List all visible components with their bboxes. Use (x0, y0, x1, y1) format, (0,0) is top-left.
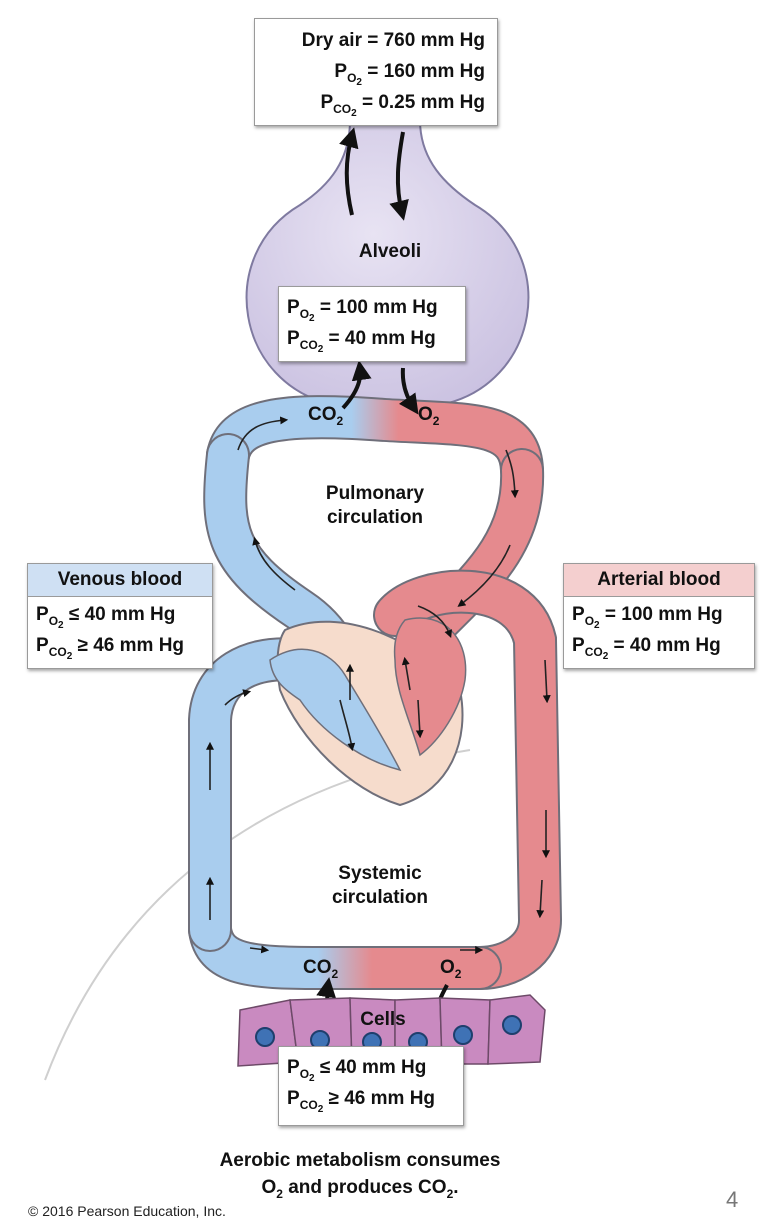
arterial-blood-box: Arterial blood PO2 = 100 mm Hg PCO2 = 40… (563, 563, 755, 669)
dry-air-total: Dry air = 760 mm Hg (301, 30, 485, 51)
caption-line2: O2 and produces CO2. (261, 1177, 459, 1201)
o2-label-pulmonary: O2 (418, 404, 440, 428)
caption: Aerobic metabolism consumes O2 and produ… (180, 1147, 540, 1201)
venous-pco2: PCO2 ≥ 46 mm Hg (36, 635, 185, 662)
co2-label-pulmonary: CO2 (308, 404, 344, 428)
air-in-arrow (389, 131, 409, 221)
o2-label-systemic: O2 (440, 957, 462, 981)
arterial-blood-title: Arterial blood (564, 564, 754, 597)
venous-blood-title: Venous blood (28, 564, 212, 597)
pulmonary-circulation-label: Pulmonary circulation (325, 483, 425, 528)
alveoli-po2: PO2 = 100 mm Hg (287, 297, 438, 324)
page-number: 4 (726, 1187, 739, 1212)
dry-air-pco2: PCO2 = 0.25 mm Hg (320, 92, 485, 119)
dry-air-box: Dry air = 760 mm Hg PO2 = 160 mm Hg PCO2… (254, 18, 498, 126)
air-out-arrow (339, 127, 359, 216)
copyright: © 2016 Pearson Education, Inc. (28, 1203, 226, 1219)
co2-label-systemic: CO2 (303, 957, 339, 981)
right-heart (269, 648, 402, 772)
systemic-circulation-label: Systemic circulation (331, 863, 429, 908)
o2-to-blood-arrow (398, 367, 419, 415)
alveoli-pco2: PCO2 = 40 mm Hg (287, 328, 436, 355)
flow-arrows (206, 416, 551, 954)
cells-po2: PO2 ≤ 40 mm Hg (287, 1057, 427, 1084)
cells-box: PO2 ≤ 40 mm Hg PCO2 ≥ 46 mm Hg (278, 1046, 464, 1126)
caption-line1: Aerobic metabolism consumes (219, 1150, 501, 1171)
left-heart (393, 617, 467, 757)
arterial-pco2: PCO2 = 40 mm Hg (572, 635, 721, 662)
co2-to-alveoli-arrow (341, 360, 372, 410)
arterial-po2: PO2 = 100 mm Hg (572, 604, 723, 631)
venous-po2: PO2 ≤ 40 mm Hg (36, 604, 176, 631)
cells-label: Cells (360, 1009, 406, 1030)
alveoli-box: PO2 = 100 mm Hg PCO2 = 40 mm Hg (278, 286, 466, 362)
alveoli-label: Alveoli (358, 241, 422, 262)
cells-pco2: PCO2 ≥ 46 mm Hg (287, 1088, 436, 1115)
dry-air-po2: PO2 = 160 mm Hg (334, 61, 485, 88)
cells-tissue (237, 994, 546, 1067)
venous-blood-box: Venous blood PO2 ≤ 40 mm Hg PCO2 ≥ 46 mm… (27, 563, 213, 669)
